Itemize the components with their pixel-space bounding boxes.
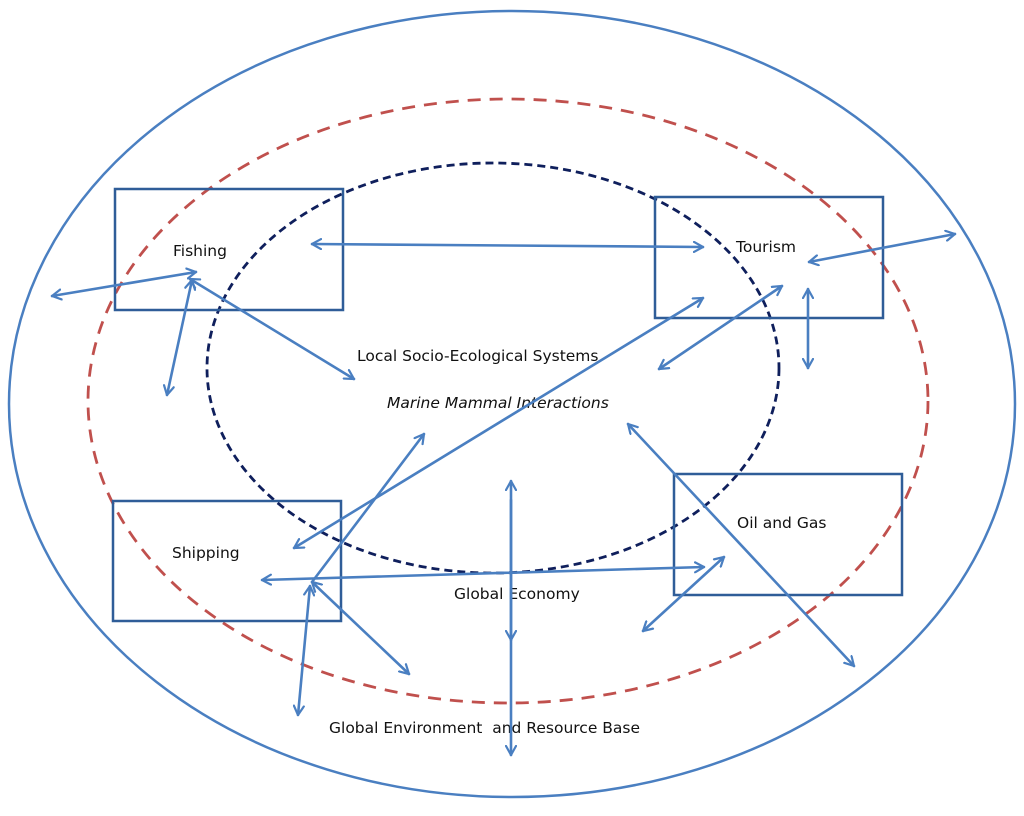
local-systems-boundary [205, 161, 781, 575]
arrow-shipping-local-systems [310, 432, 426, 584]
arrow-fishing-global-environment [50, 272, 198, 296]
tourism-box [653, 195, 885, 320]
node-fishing: Fishing [113, 187, 345, 312]
arrow-tourism-local-systems [657, 284, 784, 371]
tourism-label: Tourism [735, 238, 796, 256]
fishing-box [113, 187, 345, 312]
local-systems-label: Local Socio-Ecological Systems [357, 347, 598, 365]
arrow-shipping-global-economy [310, 580, 411, 676]
marine-mammal-interactions-label: Marine Mammal Interactions [387, 394, 609, 412]
arrow-tourism-global-environment [807, 234, 957, 262]
arrow-oil-and-gas-local-systems [626, 422, 856, 668]
node-tourism: Tourism [653, 195, 885, 320]
arrow-tourism-shipping [292, 296, 705, 550]
global-environment-boundary [7, 9, 1017, 799]
arrow-oil-and-gas-global-economy [641, 555, 726, 633]
arrow-shipping-oil-and-gas [260, 567, 706, 580]
arrow-fishing-tourism [310, 244, 705, 247]
arrow-shipping-global-environment [298, 584, 310, 717]
global-economy-boundary [86, 97, 930, 705]
fishing-label: Fishing [173, 242, 227, 260]
arrows [50, 234, 957, 757]
global-environment-label: Global Environment and Resource Base [329, 719, 640, 737]
global-economy-label: Global Economy [454, 585, 580, 603]
oil-and-gas-box [672, 472, 904, 597]
arrow-fishing-global-economy [167, 278, 192, 397]
node-shipping: Shipping [111, 499, 343, 623]
arrow-fishing-local-systems [188, 277, 356, 381]
shipping-box [111, 499, 343, 623]
oil-and-gas-label: Oil and Gas [737, 514, 826, 532]
shipping-label: Shipping [172, 544, 240, 562]
node-oil-and-gas: Oil and Gas [672, 472, 904, 597]
